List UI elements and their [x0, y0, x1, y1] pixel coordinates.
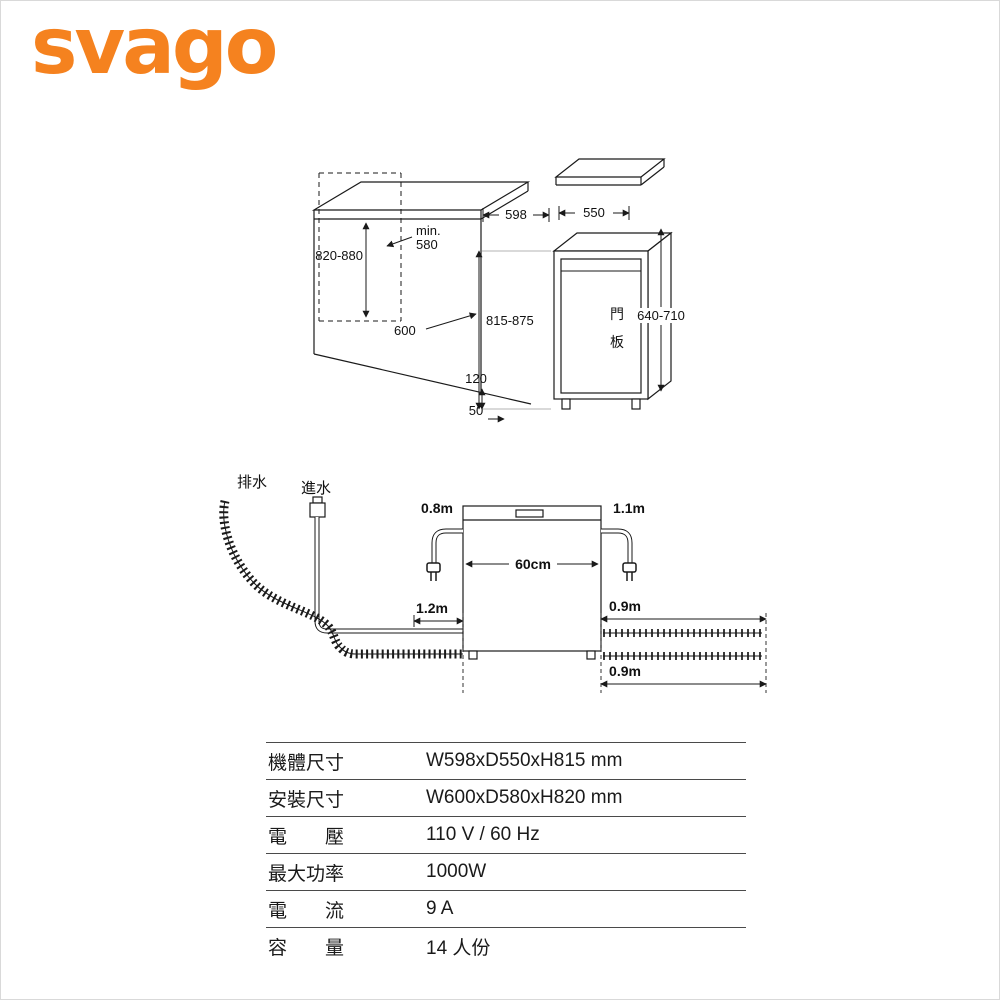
- dishwasher-body: 門 板: [552, 231, 673, 410]
- dim-body-height-label: 815-875: [486, 313, 534, 328]
- spec-value: 14 人份: [426, 937, 491, 959]
- reference-lines: [462, 613, 767, 693]
- spec-row-install-size: 安裝尺寸 W600xD580xH820 mm: [266, 779, 746, 816]
- dim-min-depth-label: 580: [416, 237, 438, 252]
- dim-machine-width: 60cm: [465, 556, 599, 572]
- hose-diagram: 排水 進水 60cm: [219, 474, 767, 693]
- spec-label: 電 壓: [268, 826, 345, 848]
- foot-left: [561, 398, 571, 410]
- left-cord-label: 0.8m: [421, 500, 453, 516]
- foot-right: [631, 398, 641, 410]
- door-label-1: 門: [610, 306, 624, 322]
- niche-outline: [313, 172, 532, 405]
- inlet-label: 進水: [301, 480, 331, 497]
- dim-niche-height: 820-880: [315, 222, 370, 318]
- spec-label: 最大功率: [268, 863, 345, 885]
- spec-label: 電 流: [268, 900, 345, 922]
- spec-row-current: 電 流 9 A: [266, 890, 746, 927]
- dim-width: 598: [482, 207, 550, 222]
- dim-body-height: 815-875: [475, 250, 551, 410]
- spec-value: W600xD580xH820 mm: [426, 787, 623, 808]
- spec-value: 9 A: [426, 898, 454, 919]
- dim-plinth-height-label: 120: [465, 371, 487, 386]
- installation-diagram: 820-880 min. 580 600 門 板: [311, 158, 687, 423]
- spec-row-max-power: 最大功率 1000W: [266, 853, 746, 890]
- counter-outline: [311, 181, 531, 220]
- right-cord-label: 1.1m: [613, 500, 645, 516]
- dim-niche-width-label: 600: [394, 323, 416, 338]
- dim-left-hose: 1.2m: [413, 600, 464, 627]
- spec-label: 容 量: [268, 937, 345, 959]
- dim-right-bottom-label: 0.9m: [609, 663, 641, 679]
- dim-min-label: min.: [416, 223, 441, 238]
- worktop-slab: [554, 158, 666, 186]
- dim-min-depth: min. 580: [386, 223, 441, 252]
- power-plug-right-icon: [622, 562, 637, 581]
- inlet-hose: [309, 496, 463, 634]
- dim-depth-label: 550: [583, 205, 605, 220]
- spec-row-voltage: 電 壓 110 V / 60 Hz: [266, 816, 746, 853]
- front-foot-left: [468, 650, 478, 660]
- left-cord: 0.8m: [421, 500, 463, 581]
- dim-right-top: 0.9m: [600, 598, 767, 623]
- power-plug-left-icon: [426, 562, 441, 581]
- dim-door-height-label: 640-710: [637, 308, 685, 323]
- dim-niche-width: 600: [394, 312, 477, 338]
- dim-machine-width-label: 60cm: [515, 556, 551, 572]
- dim-door-height: 640-710: [635, 228, 687, 392]
- dim-width-label: 598: [505, 207, 527, 222]
- spec-row-body-size: 機體尺寸 W598xD550xH815 mm: [266, 742, 746, 779]
- spec-label: 機體尺寸: [268, 752, 345, 774]
- spec-value: W598xD550xH815 mm: [426, 750, 623, 771]
- spec-value: 110 V / 60 Hz: [426, 824, 540, 845]
- drain-hose: [219, 500, 463, 659]
- dim-depth: 550: [558, 205, 630, 220]
- drain-label: 排水: [237, 474, 267, 491]
- dishwasher-front: [462, 505, 602, 660]
- door-label-2: 板: [610, 334, 624, 350]
- spec-value: 1000W: [426, 861, 487, 882]
- door-panel: [560, 258, 642, 394]
- control-panel-display: [515, 509, 544, 518]
- dim-plinth-inset: 50: [469, 403, 505, 423]
- dim-left-hose-label: 1.2m: [416, 600, 448, 616]
- right-hose-runs: [603, 629, 762, 660]
- dim-niche-height-label: 820-880: [315, 248, 363, 263]
- right-cord: 1.1m: [601, 500, 645, 581]
- spec-label: 安裝尺寸: [268, 789, 345, 811]
- spec-table: 機體尺寸 W598xD550xH815 mm 安裝尺寸 W600xD580xH8…: [266, 742, 746, 964]
- dim-right-bottom: 0.9m: [600, 663, 767, 688]
- brand-logo: svago: [31, 2, 278, 92]
- dim-plinth-inset-label: 50: [469, 403, 483, 418]
- front-foot-right: [586, 650, 596, 660]
- spec-row-capacity: 容 量 14 人份: [266, 927, 746, 964]
- dim-plinth-height: 120: [465, 371, 487, 410]
- dim-right-top-label: 0.9m: [609, 598, 641, 614]
